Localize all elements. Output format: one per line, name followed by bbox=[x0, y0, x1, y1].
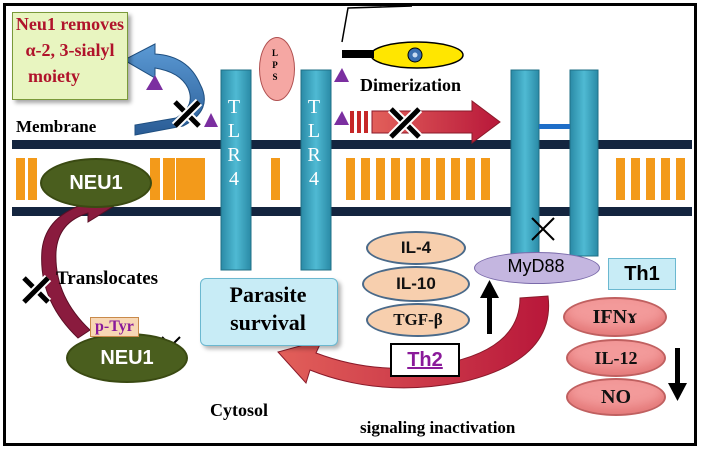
triangle-marker-icon bbox=[334, 68, 349, 82]
neu1-cytosol: NEU1 bbox=[66, 333, 188, 383]
il10-pill: IL-10 bbox=[362, 266, 470, 302]
lipid-block bbox=[391, 158, 400, 200]
lipid-block bbox=[436, 158, 445, 200]
tlr4-bar-left bbox=[220, 69, 252, 271]
translocates-label: Translocates bbox=[56, 268, 159, 289]
lps-ellipse bbox=[259, 37, 295, 101]
th2-label: Th2 bbox=[390, 343, 460, 377]
tlr-dimer-bar-right bbox=[569, 69, 599, 257]
signaling-inactivation-label: signaling inactivation bbox=[360, 418, 516, 437]
lipid-block bbox=[631, 158, 640, 200]
parasite-survival-line2: survival bbox=[230, 310, 306, 335]
lipid-block bbox=[646, 158, 655, 200]
lipid-block bbox=[181, 158, 190, 200]
membrane-bottom-line bbox=[12, 207, 692, 216]
x-mark-icon bbox=[171, 98, 203, 130]
ifn-pill: IFNɤ bbox=[563, 297, 667, 337]
no-pill: NO bbox=[566, 378, 666, 416]
il12-pill: IL-12 bbox=[566, 339, 666, 377]
parasite-icon bbox=[341, 5, 464, 69]
neu1-removes-box bbox=[12, 12, 128, 100]
myd88-ellipse bbox=[474, 252, 600, 284]
neu1-removes-line2: α-2, 3-sialyl bbox=[25, 40, 115, 60]
neu1-removes-line3: moiety bbox=[28, 66, 80, 86]
th1-label: Th1 bbox=[608, 258, 676, 290]
tlr4-label-right: TLR4 bbox=[303, 96, 325, 192]
up-arrow-icon bbox=[480, 280, 499, 334]
diagram-frame bbox=[3, 3, 697, 446]
dimerization-arrow bbox=[350, 100, 501, 144]
p-tyr-tag: p-Tyr bbox=[90, 317, 139, 337]
dimerization-label: Dimerization bbox=[360, 75, 461, 95]
tlr-dimer-bar-left bbox=[510, 69, 540, 257]
dimer-connector bbox=[539, 124, 570, 129]
x-mark-icon bbox=[20, 274, 52, 306]
parasite-survival-line1: Parasite bbox=[229, 282, 307, 307]
lipid-block bbox=[189, 158, 198, 200]
lipid-block bbox=[28, 158, 37, 200]
lipid-block bbox=[481, 158, 490, 200]
lipid-block bbox=[451, 158, 460, 200]
triangle-marker-icon bbox=[146, 75, 163, 90]
tlr4-bar-right bbox=[300, 69, 332, 271]
lps-label: LPS bbox=[270, 48, 280, 84]
lipid-block bbox=[163, 158, 172, 200]
tgfb-pill: TGF-β bbox=[366, 303, 470, 337]
lipid-block bbox=[150, 158, 159, 200]
lipid-block bbox=[616, 158, 625, 200]
lipid-block bbox=[421, 158, 430, 200]
lipid-block bbox=[346, 158, 355, 200]
signaling-inactivation-arrow bbox=[277, 295, 550, 389]
triangle-marker-icon bbox=[204, 113, 218, 127]
x-mark-icon bbox=[531, 217, 555, 241]
parasite-survival-box bbox=[200, 278, 338, 346]
lipid-block bbox=[661, 158, 670, 200]
lipid-block bbox=[196, 158, 205, 200]
il4-pill: IL-4 bbox=[366, 231, 466, 265]
triangle-marker-icon bbox=[334, 111, 349, 125]
x-mark-icon bbox=[387, 105, 423, 141]
lipid-block bbox=[16, 158, 25, 200]
lipid-block bbox=[271, 158, 280, 200]
down-arrow-icon bbox=[668, 348, 687, 401]
tlr4-label-left: TLR4 bbox=[223, 96, 245, 192]
lipid-block bbox=[361, 158, 370, 200]
lipid-block bbox=[376, 158, 385, 200]
myd88-label: MyD88 bbox=[507, 256, 565, 276]
lipid-block bbox=[406, 158, 415, 200]
lipid-block bbox=[176, 158, 185, 200]
lipid-block bbox=[676, 158, 685, 200]
lipid-block bbox=[466, 158, 475, 200]
lipid-bilayer bbox=[16, 158, 685, 200]
neu1-removes-line1: Neu1 removes bbox=[15, 14, 125, 34]
neu1-membrane: NEU1 bbox=[40, 158, 152, 208]
cytosol-label: Cytosol bbox=[210, 400, 268, 420]
membrane-top-line bbox=[12, 140, 692, 149]
membrane-label: Membrane bbox=[16, 117, 97, 136]
